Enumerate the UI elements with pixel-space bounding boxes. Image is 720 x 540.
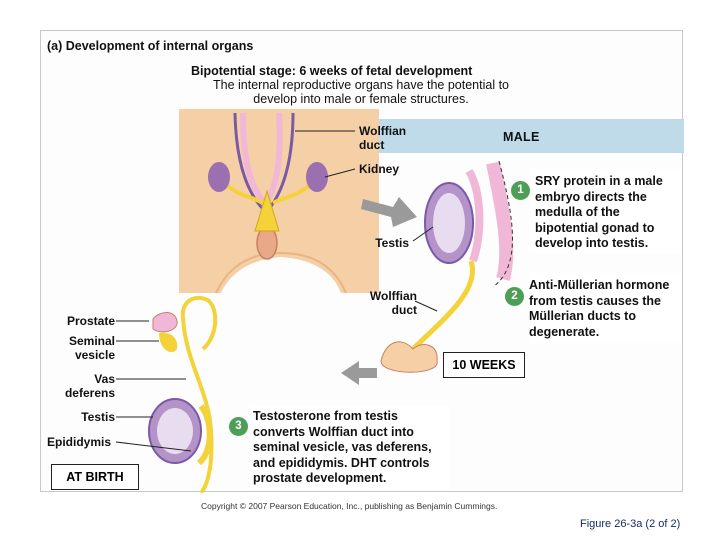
label-vas-deferens: Vas deferens xyxy=(64,372,115,400)
step-3-number: 3 xyxy=(229,417,248,436)
progress-arrow-right xyxy=(361,197,417,227)
label-testis-mid: Testis xyxy=(375,236,409,250)
step-1-box xyxy=(529,169,681,253)
step-3-box xyxy=(249,405,449,491)
label-prostate: Prostate xyxy=(66,314,115,328)
urogenital-opening xyxy=(256,226,278,260)
label-male: MALE xyxy=(503,130,540,144)
stage-title: Bipotential stage: 6 weeks of fetal deve… xyxy=(191,64,473,78)
step-2-box xyxy=(529,273,681,343)
label-kidney: Kidney xyxy=(359,162,400,176)
kidney-left xyxy=(208,162,230,192)
step-1-text: SRY protein in a male embryo directs the… xyxy=(535,174,663,250)
wolffian-duct-10-weeks xyxy=(409,260,475,353)
at-birth-badge: AT BIRTH xyxy=(51,464,139,490)
prostate xyxy=(152,312,178,333)
label-testis-bottom: Testis xyxy=(81,410,115,424)
step-2-text: Anti-Müllerian hormone from testis cause… xyxy=(529,278,670,339)
step-2-number: 2 xyxy=(505,287,524,306)
progress-arrow-left xyxy=(341,361,377,385)
wolffian-duct-left xyxy=(233,112,265,211)
kidney-right xyxy=(306,162,328,192)
seminal-vesicle xyxy=(159,332,178,353)
step-3-text: Testosterone from testis converts Wolffi… xyxy=(253,409,432,485)
label-wolffian-duct-mid: Wolffian duct xyxy=(369,289,417,317)
step-1-number: 1 xyxy=(511,181,530,200)
panel-title: (a) Development of internal organs xyxy=(47,39,254,53)
mullerian-duct-left xyxy=(240,112,266,203)
vas-deferens xyxy=(180,295,218,493)
label-wolffian-duct-top: Wolffian duct xyxy=(359,124,407,152)
copyright-notice: Copyright © 2007 Pearson Education, Inc.… xyxy=(201,501,498,511)
label-seminal-vesicle: Seminal vesicle xyxy=(68,334,115,362)
mullerian-duct-degenerating xyxy=(486,161,514,281)
male-banner xyxy=(379,119,684,153)
figure-panel: (a) Development of internal organs Bipot… xyxy=(40,30,684,511)
figure-caption: Figure 26-3a (2 of 2) xyxy=(580,518,681,530)
epididymis xyxy=(196,404,213,466)
illustration xyxy=(115,109,684,493)
ten-weeks-badge: 10 WEEKS xyxy=(443,352,525,378)
label-epididymis: Epididymis xyxy=(47,435,112,449)
mullerian-duct-right xyxy=(264,112,283,203)
stage-subtitle: The internal reproductive organs have th… xyxy=(212,78,510,106)
